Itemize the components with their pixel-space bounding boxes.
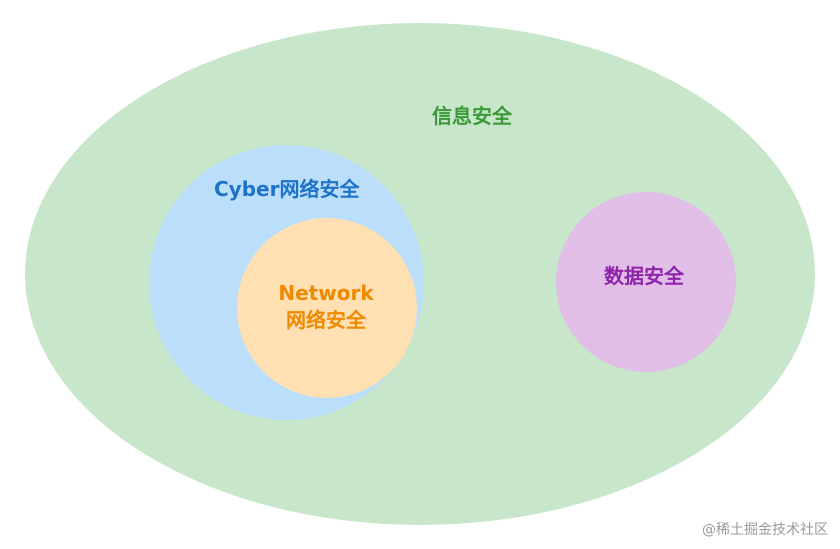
network-security-label: Network 网络安全 <box>270 280 382 334</box>
watermark-text: @稀土掘金技术社区 <box>702 522 828 538</box>
cyber-security-label: Cyber网络安全 <box>214 177 360 201</box>
network-security-circle <box>237 218 417 398</box>
information-security-label: 信息安全 <box>432 104 512 128</box>
data-security-label: 数据安全 <box>604 264 684 288</box>
network-security-label-line2: 网络安全 <box>286 308 366 332</box>
data-security-circle <box>556 192 736 372</box>
network-security-label-line1: Network <box>278 281 374 305</box>
